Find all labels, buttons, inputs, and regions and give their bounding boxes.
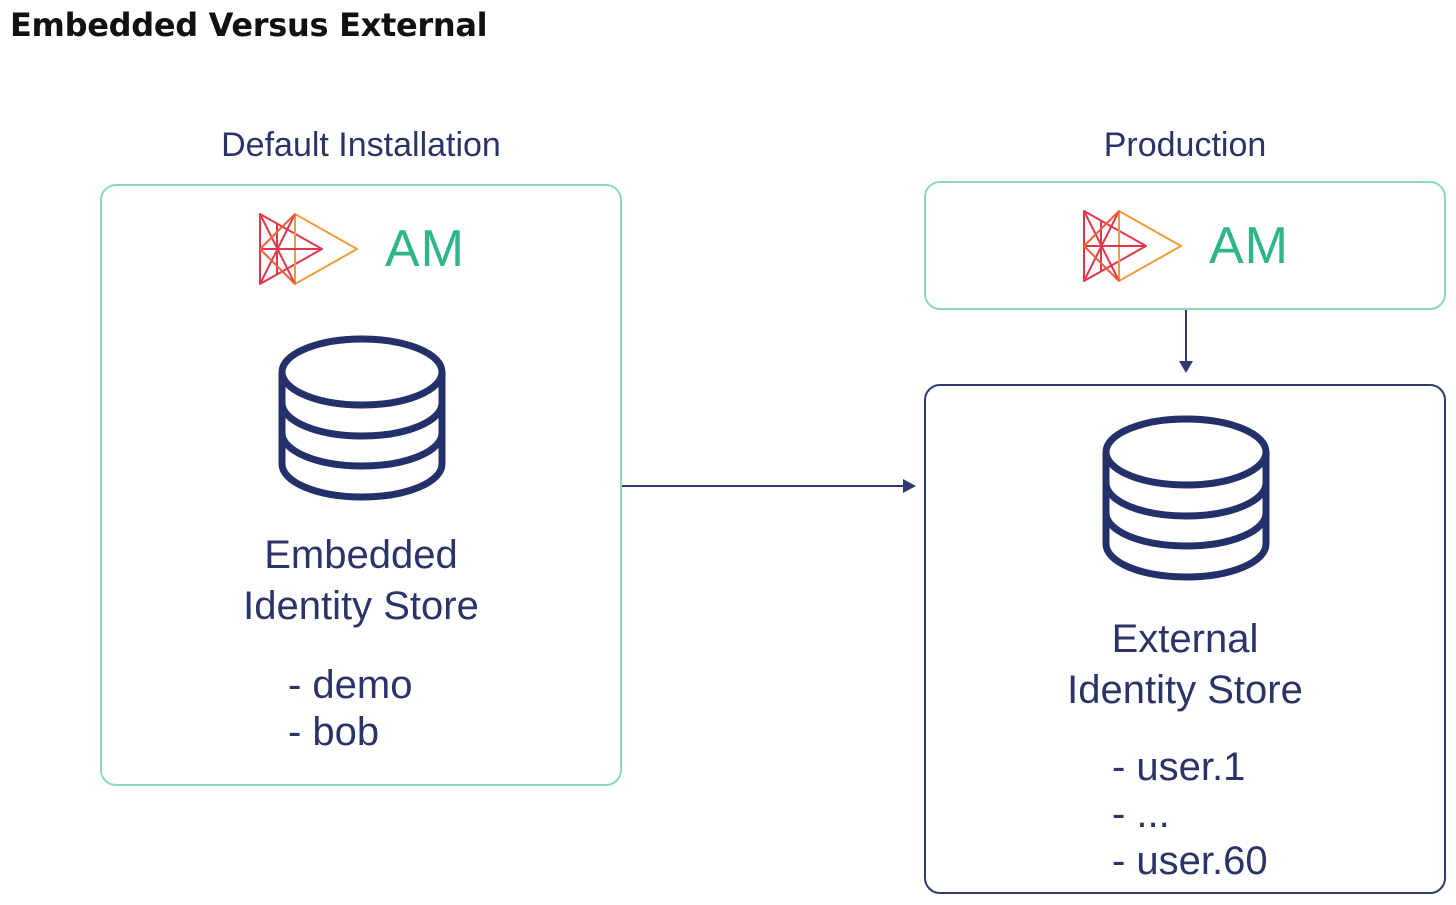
default-installation-box: AM Embedded Identity Store - demo - bob: [100, 184, 622, 786]
list-item: - bob: [288, 710, 380, 754]
am-label: AM: [385, 220, 465, 278]
embedded-user-list: - demo - bob: [288, 662, 413, 756]
database-icon: [278, 335, 446, 501]
production-heading: Production: [1103, 126, 1267, 164]
external-store-box: External Identity Store - user.1 - ... -…: [924, 384, 1446, 894]
external-store-name: External Identity Store: [926, 614, 1444, 716]
list-item: - user.60: [1112, 839, 1268, 883]
am-label: AM: [1209, 217, 1289, 275]
am-logo: AM: [257, 212, 465, 286]
list-item: - user.1: [1112, 745, 1246, 789]
store-name-line2: Identity Store: [243, 584, 479, 628]
store-name-line1: External: [1111, 617, 1259, 661]
production-am-box: AM: [924, 181, 1446, 310]
am-logo-icon: [1083, 210, 1182, 282]
embedded-store-name: Embedded Identity Store: [102, 530, 620, 632]
list-item: - ...: [1112, 792, 1170, 836]
default-installation-heading: Default Installation: [221, 126, 501, 164]
store-name-line2: Identity Store: [1067, 668, 1303, 712]
store-name-line1: Embedded: [264, 533, 458, 577]
external-user-list: - user.1 - ... - user.60: [1112, 744, 1268, 885]
am-to-store-arrow: [1179, 310, 1193, 373]
migration-arrow: [622, 479, 916, 493]
database-icon: [1102, 415, 1270, 581]
am-logo-icon: [259, 213, 358, 285]
am-logo: AM: [1081, 209, 1289, 283]
list-item: - demo: [288, 663, 413, 707]
page-title: Embedded Versus External: [10, 6, 488, 44]
